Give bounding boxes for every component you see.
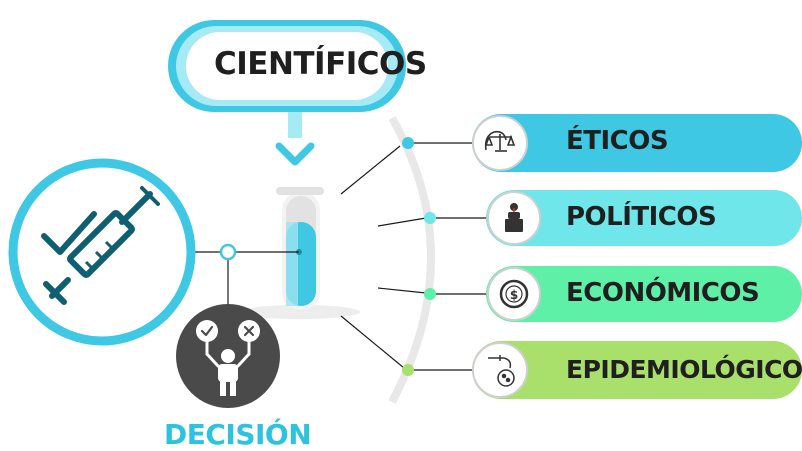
node-politicos [424,212,436,224]
syringe-check-icon [8,158,196,346]
node-epidemiologicos [402,364,414,376]
page-title: CIENTÍFICOS [214,46,427,82]
politician-podium-icon [505,203,523,232]
dropper-petri-icon [488,355,515,387]
factor-label-eticos: ÉTICOS [566,126,669,156]
svg-text:$: $ [510,288,518,302]
decision-label: DECISIÓN [164,418,312,451]
dollar-coin-icon: $ [499,279,529,309]
factor-arc [388,116,435,404]
factor-label-politicos: POLÍTICOS [566,202,717,232]
down-arrow-icon [275,112,315,166]
factor-label-economicos: ECONÓMICOS [566,278,760,308]
factor-pill-epidemiologicos [472,341,802,399]
test-tube-icon [240,187,360,319]
factor-label-epidemiologicos: EPIDEMIOLÓGICOS [566,355,802,384]
node-economicos [424,288,436,300]
person-check-cross-icon [176,304,280,408]
node-eticos [402,137,414,149]
title-callout [168,20,406,112]
scale-justice-icon [484,130,516,152]
factor-pill-economicos [486,266,802,322]
junction-node [219,243,237,261]
connector-lines [190,142,493,371]
